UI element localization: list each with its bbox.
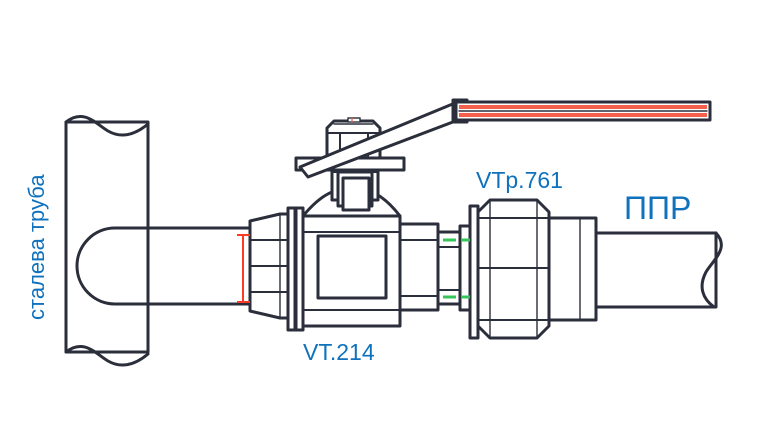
label-ppr-pipe: ППР xyxy=(624,190,691,226)
thread-section xyxy=(436,204,480,340)
dimension-mark-red xyxy=(237,234,250,303)
ppr-socket xyxy=(547,216,598,322)
valve-flange-band xyxy=(286,206,305,332)
label-fitting: VTp.761 xyxy=(476,167,563,193)
lock-nut xyxy=(248,212,290,320)
union-nut xyxy=(476,198,551,340)
dimension-mark-green xyxy=(443,238,470,299)
valve-handle[interactable] xyxy=(298,98,712,179)
nipple xyxy=(75,226,252,306)
valve-body xyxy=(301,186,440,328)
label-valve: VT.214 xyxy=(303,339,375,365)
label-steel-pipe: сталева труба xyxy=(24,174,49,320)
ppr-pipe-body xyxy=(594,231,723,309)
